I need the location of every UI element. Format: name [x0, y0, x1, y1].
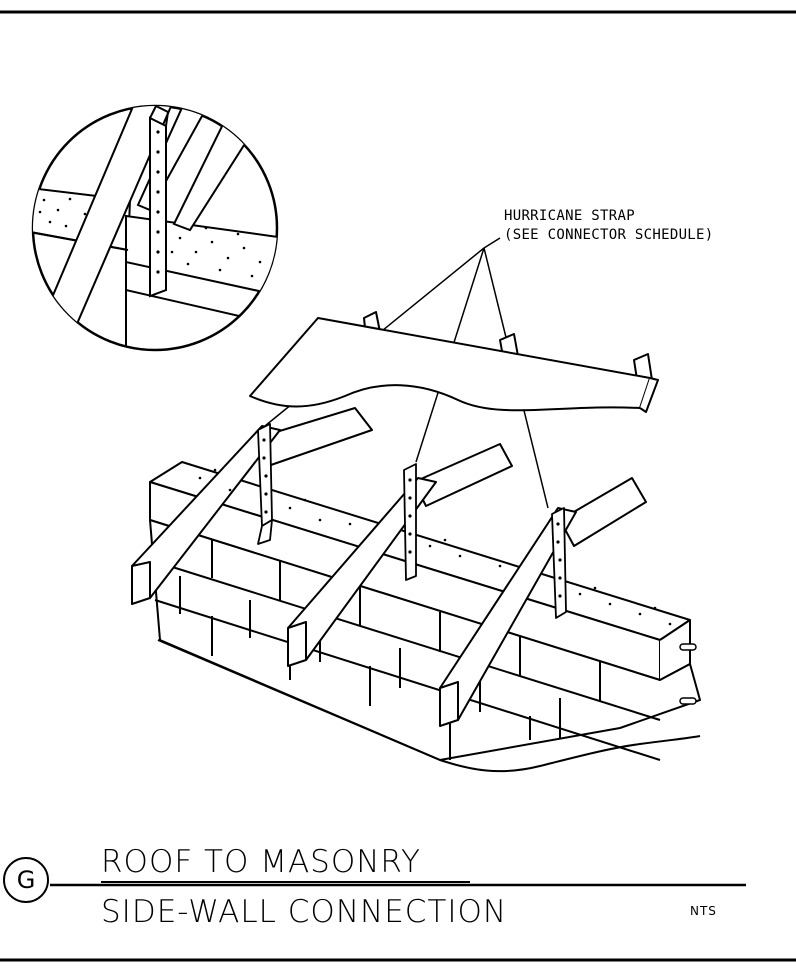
- callout-line-2: (SEE CONNECTOR SCHEDULE): [504, 227, 714, 243]
- detail-letter: G: [16, 866, 36, 894]
- callout-line-1: HURRICANE STRAP: [504, 208, 635, 224]
- title-line-1: ROOF TO MASONRY: [101, 844, 421, 880]
- title-line-2: SIDE-WALL CONNECTION: [101, 894, 508, 930]
- roof-sheathing: [249, 317, 651, 412]
- inset-detail: [31, 104, 279, 352]
- scale-note: NTS: [690, 904, 717, 918]
- main-assembly: [131, 311, 701, 773]
- hurricane-straps: [257, 423, 567, 619]
- detail-bubble: [3, 857, 49, 903]
- title-block: [3, 857, 746, 903]
